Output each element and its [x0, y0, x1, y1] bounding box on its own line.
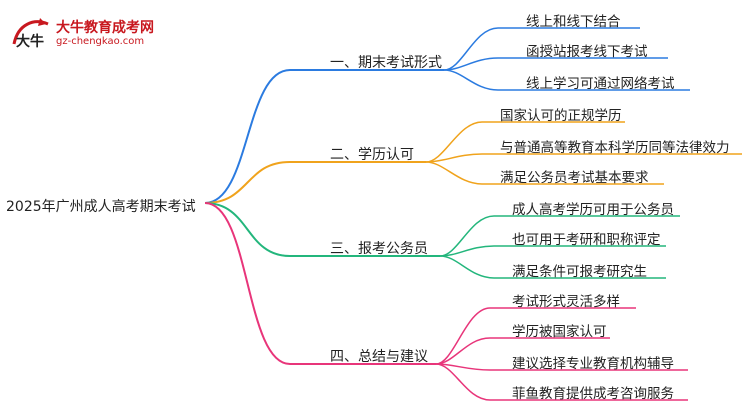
leaf-connector: [439, 215, 680, 257]
branch-connector: [204, 202, 440, 257]
leaf-node: 也可用于考研和职称评定: [512, 232, 661, 248]
branch-node: 二、学历认可: [330, 147, 414, 163]
branch-node: 三、报考公务员: [330, 241, 428, 257]
branch-node: 一、期末考试形式: [330, 55, 442, 71]
branch-connector: [204, 69, 444, 204]
leaf-node: 国家认可的正规学历: [500, 108, 622, 124]
branch-node: 四、总结与建议: [330, 349, 428, 365]
leaf-node: 函授站报考线下考试: [526, 44, 648, 60]
leaf-node: 线上和线下结合: [526, 14, 621, 30]
leaf-node: 满足公务员考试基本要求: [500, 170, 649, 186]
leaf-connector: [425, 161, 664, 185]
logo-title: 大牛教育成考网: [56, 20, 154, 36]
svg-text:大牛: 大牛: [16, 33, 44, 50]
leaf-connector: [425, 121, 625, 163]
leaf-connector: [443, 69, 690, 91]
leaf-node: 建议选择专业教育机构辅导: [512, 356, 674, 372]
leaf-node: 学历被国家认可: [512, 324, 607, 340]
leaf-connector: [435, 363, 688, 401]
leaf-connector: [435, 337, 610, 365]
leaf-node: 与普通高等教育本科学历同等法律效力: [500, 140, 730, 156]
leaf-node: 满足条件可报考研究生: [512, 264, 647, 280]
logo-url: gz-chengkao.com: [56, 36, 145, 47]
leaf-node: 考试形式灵活多样: [512, 294, 620, 310]
bull-logo-icon: 大牛: [12, 18, 49, 50]
branch-connector: [204, 161, 426, 204]
leaf-connector: [439, 255, 666, 279]
leaf-connector: [435, 307, 636, 365]
leaf-node: 线上学习可通过网络考试: [526, 76, 675, 92]
branch-connector: [204, 202, 436, 365]
root-node: 2025年广州成人高考期末考试: [6, 199, 196, 215]
leaf-node: 菲鱼教育提供成考咨询服务: [512, 386, 674, 402]
leaf-node: 成人高考学历可用于公务员: [512, 202, 674, 218]
site-logo[interactable]: 大牛 大牛教育成考网 gz-chengkao.com: [10, 14, 180, 52]
